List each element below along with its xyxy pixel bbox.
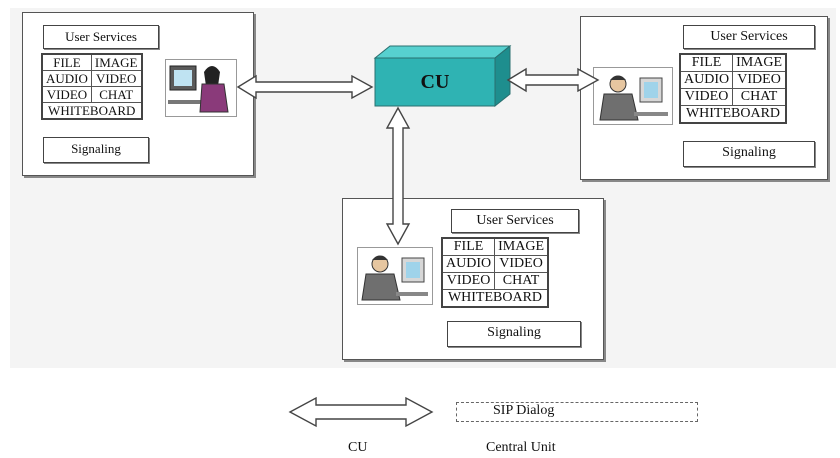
user-services-label: User Services — [65, 29, 137, 44]
table-row: AUDIO VIDEO — [679, 71, 787, 89]
services-table: FILE IMAGE AUDIO VIDEO VIDEO CHAT WHITEB… — [679, 53, 787, 124]
service-chat[interactable]: CHAT — [90, 86, 143, 103]
signaling-label: Signaling — [71, 141, 121, 156]
table-row: AUDIO VIDEO — [441, 255, 549, 273]
table-row: VIDEO CHAT — [679, 88, 787, 106]
legend-central-unit-caption: Central Unit — [486, 440, 556, 455]
services-table: FILE IMAGE AUDIO VIDEO VIDEO CHAT WHITEB… — [441, 237, 549, 308]
service-chat[interactable]: CHAT — [732, 88, 787, 106]
signaling-button[interactable]: Signaling — [683, 141, 815, 167]
service-audio[interactable]: AUDIO — [679, 71, 734, 89]
table-row: WHITEBOARD — [41, 102, 142, 120]
service-video[interactable]: VIDEO — [494, 255, 549, 273]
service-video[interactable]: VIDEO — [732, 71, 787, 89]
service-whiteboard[interactable]: WHITEBOARD — [41, 102, 142, 120]
service-video[interactable]: VIDEO — [90, 70, 143, 87]
service-image[interactable]: IMAGE — [494, 237, 549, 256]
service-audio[interactable]: AUDIO — [441, 255, 496, 273]
table-row: AUDIO VIDEO — [41, 70, 143, 87]
service-video[interactable]: VIDEO — [41, 86, 92, 103]
service-image[interactable]: IMAGE — [732, 53, 787, 72]
client-left: User Services FILE IMAGE AUDIO VIDEO VID… — [22, 12, 254, 176]
signaling-label: Signaling — [487, 325, 541, 340]
legend-sip-dialog-label: SIP Dialog — [493, 403, 555, 418]
user-services-button[interactable]: User Services — [43, 25, 159, 49]
service-file[interactable]: FILE — [441, 237, 496, 256]
table-row: FILE IMAGE — [441, 237, 549, 256]
signaling-button[interactable]: Signaling — [43, 137, 149, 163]
service-video[interactable]: VIDEO — [441, 272, 496, 290]
service-chat[interactable]: CHAT — [494, 272, 549, 290]
service-whiteboard[interactable]: WHITEBOARD — [679, 105, 787, 124]
services-table: FILE IMAGE AUDIO VIDEO VIDEO CHAT WHITEB… — [41, 53, 143, 120]
client-right: User Services FILE IMAGE AUDIO VIDEO VID… — [580, 16, 828, 180]
user-services-label: User Services — [710, 29, 788, 44]
user-services-label: User Services — [476, 213, 554, 228]
signaling-button[interactable]: Signaling — [447, 321, 581, 347]
signaling-label: Signaling — [722, 145, 776, 160]
table-row: FILE IMAGE — [41, 53, 143, 71]
table-row: FILE IMAGE — [679, 53, 787, 72]
service-image[interactable]: IMAGE — [90, 53, 143, 71]
table-row: VIDEO CHAT — [441, 272, 549, 290]
cu-label: CU — [421, 71, 450, 93]
legend-sip-dialog-box: SIP Dialog — [456, 402, 698, 422]
user-avatar-icon — [357, 247, 433, 305]
service-file[interactable]: FILE — [679, 53, 734, 72]
service-audio[interactable]: AUDIO — [41, 70, 92, 87]
user-avatar-icon — [165, 59, 237, 117]
table-row: VIDEO CHAT — [41, 86, 143, 103]
user-services-button[interactable]: User Services — [683, 25, 815, 49]
user-avatar-icon — [593, 67, 673, 125]
legend-cu-caption: CU — [348, 440, 368, 455]
table-row: WHITEBOARD — [441, 289, 549, 308]
service-whiteboard[interactable]: WHITEBOARD — [441, 289, 549, 308]
service-file[interactable]: FILE — [41, 53, 92, 71]
service-video[interactable]: VIDEO — [679, 88, 734, 106]
user-services-button[interactable]: User Services — [451, 209, 579, 233]
table-row: WHITEBOARD — [679, 105, 787, 124]
client-bottom: User Services FILE IMAGE AUDIO VIDEO VID… — [342, 198, 604, 360]
